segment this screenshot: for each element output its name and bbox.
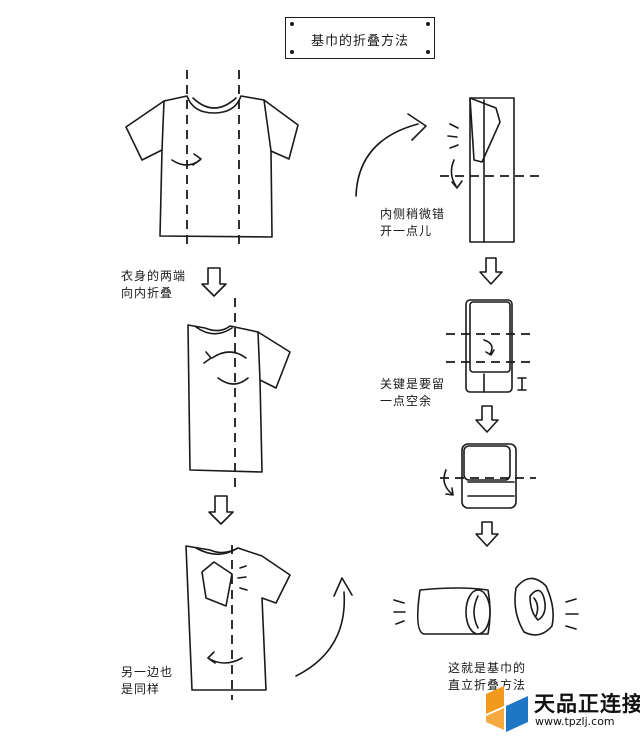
tshirt-flat-illustration [125,70,299,250]
folded-strip-illustration [440,97,540,243]
down-arrow-icon [475,405,499,433]
plaque-corner-dot [426,22,430,26]
tshirt-both-sides-folded [185,545,291,700]
step-caption-other-side: 另一边也 是同样 [121,665,174,696]
logo-name: 天品正连接 [534,692,640,716]
rolling-towel-illustration [440,443,536,509]
plaque-corner-dot [290,22,294,26]
tshirt-one-side-folded [187,298,291,490]
down-arrow-icon [208,495,234,525]
step-caption-fold-ends: 衣身的两端 向内折叠 [121,269,187,300]
step-caption-leave-space: 关键是要留 一点空余 [380,377,446,408]
folded-block-illustration [446,299,534,393]
down-arrow-icon [479,257,503,285]
logo-url: www.tpzlj.com [535,715,615,728]
down-arrow-icon [201,267,227,297]
step-caption-offset-inside: 内侧稍微错 开一点儿 [380,207,446,238]
rolled-towel-upright [514,577,579,636]
down-arrow-icon [475,521,499,547]
step-caption-upright-fold: 这就是基巾的 直立折叠方法 [448,661,527,692]
diagram-title: 基巾的折叠方法 [310,34,409,49]
site-watermark-logo: 天品正连接 www.tpzlj.com [480,682,640,734]
rolled-towel-horizontal [393,587,491,635]
curved-arrow-icon [355,113,427,197]
plaque-corner-dot [426,50,430,54]
title-plaque: 基巾的折叠方法 [285,17,435,59]
plaque-corner-dot [290,50,294,54]
curved-up-arrow-icon [295,577,353,677]
cube-logo-icon [486,686,528,732]
